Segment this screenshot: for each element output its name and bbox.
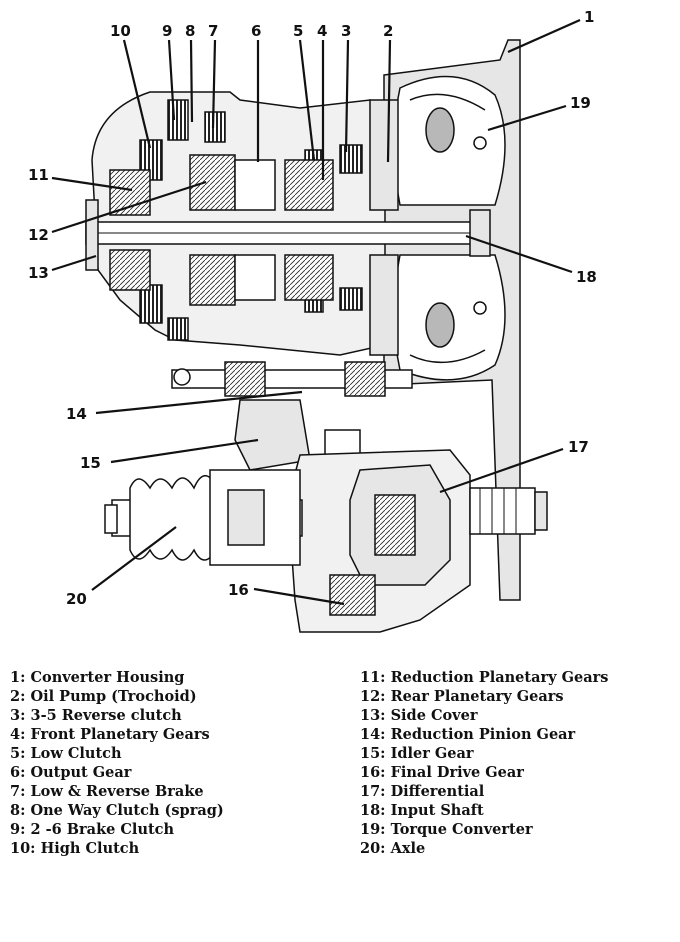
- callout-15: 15: [80, 454, 101, 472]
- idler-gear: [234, 399, 311, 471]
- callout-3: 3: [341, 22, 352, 40]
- callout-17: 17: [568, 438, 589, 456]
- legend-item: 4: Front Planetary Gears: [10, 726, 210, 743]
- legend-item: 5: Low Clutch: [10, 745, 122, 762]
- reduction-planetary: [109, 169, 151, 216]
- callout-16: 16: [228, 581, 249, 599]
- legend-item: 7: Low & Reverse Brake: [10, 783, 204, 800]
- callout-1: 1: [584, 8, 595, 26]
- legend-item: 18: Input Shaft: [360, 802, 484, 819]
- legend-item: 8: One Way Clutch (sprag): [10, 802, 224, 819]
- callout-9: 9: [162, 22, 173, 40]
- callout-5: 5: [293, 22, 304, 40]
- callout-7: 7: [208, 22, 219, 40]
- callout-12: 12: [28, 226, 49, 244]
- legend-item: 11: Reduction Planetary Gears: [360, 669, 609, 686]
- legend-right-column: 11: Reduction Planetary Gears 12: Rear P…: [360, 668, 608, 858]
- callout-8: 8: [185, 22, 196, 40]
- callout-10: 10: [110, 22, 131, 40]
- callout-2: 2: [383, 22, 394, 40]
- legend-item: 19: Torque Converter: [360, 821, 533, 838]
- reverse-clutch-pack: [339, 144, 363, 174]
- cv-boot: [129, 475, 217, 561]
- legend-item: 1: Converter Housing: [10, 669, 185, 686]
- rear-planetary: [189, 154, 236, 211]
- legend-item: 6: Output Gear: [10, 764, 132, 781]
- callout-4: 4: [317, 22, 328, 40]
- leader-lines: [51, 18, 581, 606]
- legend-item: 10: High Clutch: [10, 840, 140, 857]
- legend-item: 16: Final Drive Gear: [360, 764, 524, 781]
- callout-6: 6: [251, 22, 262, 40]
- low-reverse-brake-pack: [204, 111, 226, 143]
- cutaway-drawing: [51, 18, 581, 633]
- callout-13: 13: [28, 264, 49, 282]
- callout-20: 20: [66, 590, 87, 608]
- legend-item: 9: 2 -6 Brake Clutch: [10, 821, 175, 838]
- callout-19: 19: [570, 94, 591, 112]
- oil-pump: [369, 99, 399, 211]
- callout-14: 14: [66, 405, 87, 423]
- legend-item: 14: Reduction Pinion Gear: [360, 726, 576, 743]
- front-planetary: [284, 159, 334, 211]
- callout-11: 11: [28, 166, 49, 184]
- final-drive-gear: [329, 574, 376, 616]
- legend-item: 20: Axle: [360, 840, 426, 857]
- legend-item: 17: Differential: [360, 783, 485, 800]
- transmission-cutaway-diagram: 1 2 3 4 5 6 7 8 9 10 11 12 13 14 15 16 1…: [28, 8, 597, 633]
- brake-clutch-pack: [167, 99, 189, 141]
- legend-left-column: 1: Converter Housing 2: Oil Pump (Trocho…: [10, 668, 224, 858]
- legend-item: 3: 3-5 Reverse clutch: [10, 707, 182, 724]
- legend-item: 15: Idler Gear: [360, 745, 474, 762]
- callout-18: 18: [576, 268, 597, 286]
- legend-item: 13: Side Cover: [360, 707, 478, 724]
- legend-item: 2: Oil Pump (Trochoid): [10, 688, 197, 705]
- output-gear: [234, 159, 276, 211]
- legend-item: 12: Rear Planetary Gears: [360, 688, 564, 705]
